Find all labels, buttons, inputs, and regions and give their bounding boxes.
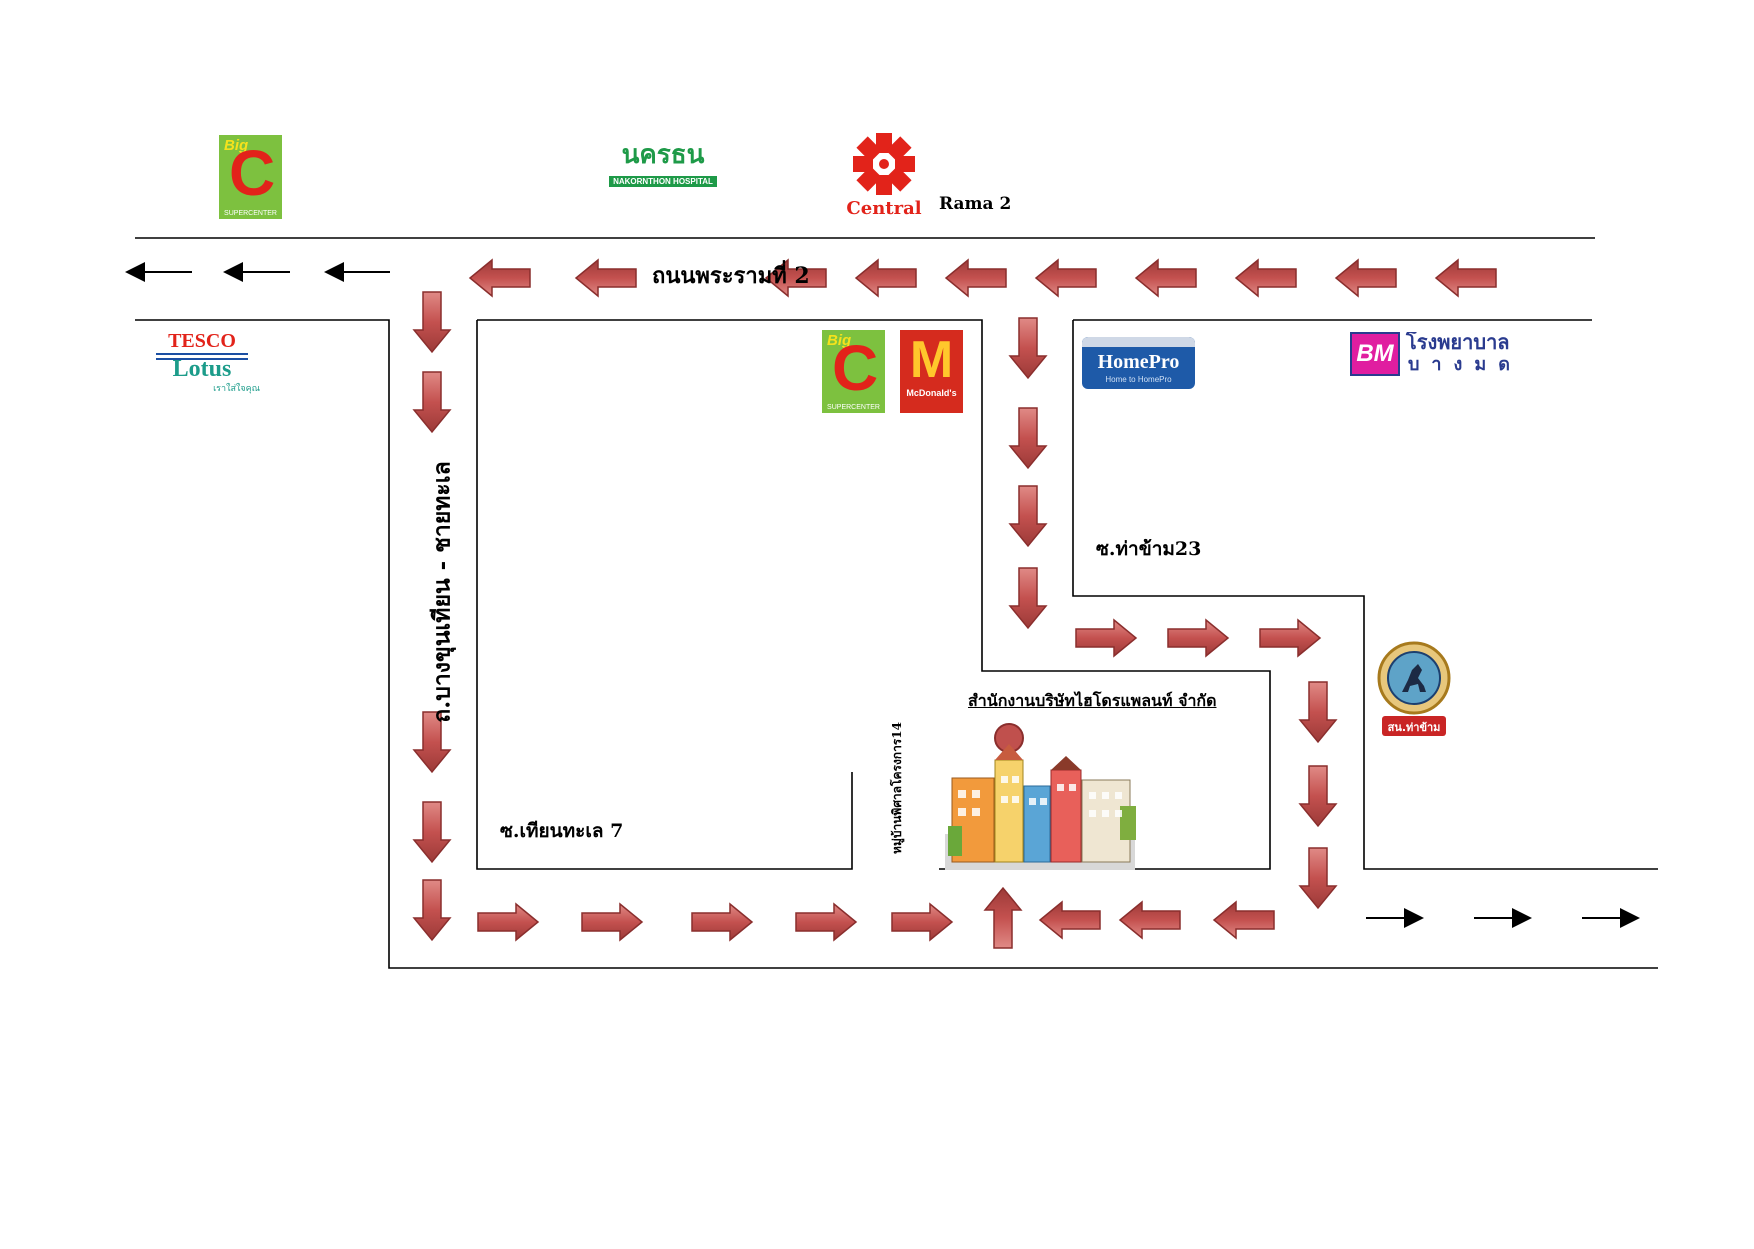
horse-rider-icon <box>1402 664 1426 692</box>
route-arrow-left <box>854 258 917 298</box>
soi-tha-kham-label: ซ.ท่าข้าม23 <box>1096 538 1202 560</box>
route-arrow-down <box>1008 567 1048 630</box>
bigc-logo-inner: Big C SUPERCENTER <box>822 330 885 413</box>
route-arrow-down <box>1008 407 1048 470</box>
tesco-text: TESCO <box>168 330 236 352</box>
homepro-tagline: Home to HomePro <box>1105 375 1172 384</box>
route-arrow-down <box>1298 847 1338 910</box>
destination-label: สำนักงานบริษัทไฮโดรแพลนท์ จำกัด <box>968 691 1217 710</box>
rama2-label: Rama 2 <box>939 194 1012 214</box>
mcdonalds-logo: M McDonald's <box>900 330 963 413</box>
side-road-label: ถ.บางขุนเทียน - ชายทะเล <box>428 461 456 723</box>
route-arrow-up <box>983 886 1023 949</box>
route-arrow-left <box>1334 258 1397 298</box>
route-arrow-right <box>581 902 644 942</box>
route-arrow-down <box>412 711 452 774</box>
route-arrow-down <box>1298 765 1338 828</box>
route-arrow-right <box>1167 618 1230 658</box>
route-arrow-down <box>412 801 452 864</box>
route-arrow-down <box>1298 681 1338 744</box>
route-arrow-left <box>468 258 531 298</box>
outer-left-edge <box>135 319 1658 969</box>
route-arrow-right <box>795 902 858 942</box>
homepro-roof-icon <box>1082 337 1195 347</box>
thakham-block <box>1072 320 1658 870</box>
nakornthon-thai: นครธน <box>621 142 705 170</box>
route-arrows <box>412 258 1497 949</box>
bigc-small-text: Big <box>224 137 249 154</box>
bangmod-name-line2: บางมด <box>1408 354 1520 375</box>
route-arrow-down <box>1008 485 1048 548</box>
central-wordmark: Central <box>846 198 921 219</box>
route-arrow-down <box>412 371 452 434</box>
route-arrow-right <box>1075 618 1138 658</box>
route-arrow-left <box>1134 258 1197 298</box>
route-arrow-right <box>1259 618 1322 658</box>
route-arrow-left <box>574 258 637 298</box>
route-arrow-left <box>1034 258 1097 298</box>
route-arrow-down <box>412 291 452 354</box>
police-label-banner <box>1382 716 1446 736</box>
central-logo: Central <box>846 133 922 219</box>
lotus-tagline: เราใส่ใจคุณ <box>213 384 260 394</box>
route-arrow-left <box>1118 900 1181 940</box>
inner-block-b <box>476 320 760 870</box>
bangmod-badge-icon: BM <box>1350 332 1400 376</box>
village-label: หมู่บ้านพิศาลโครงการ14 <box>890 722 904 854</box>
bigc-letter: C <box>832 332 879 404</box>
route-arrow-right <box>891 902 954 942</box>
nakornthon-english: NAKORNTHON HOSPITAL <box>609 176 717 187</box>
route-arrow-down <box>1008 317 1048 380</box>
golden-arches-icon: M <box>909 331 954 389</box>
village-lane <box>760 772 853 870</box>
bigc-small-text: Big <box>827 332 852 349</box>
road-lines <box>135 237 1658 969</box>
lotus-text: Lotus <box>172 356 232 382</box>
bigc-tagline: SUPERCENTER <box>224 210 277 217</box>
police-station-logo: สน.ท่าข้าม <box>1377 641 1451 736</box>
bigc-tagline: SUPERCENTER <box>827 404 880 411</box>
soi-thian-label: ซ.เทียนทะเล 7 <box>500 820 624 842</box>
rama2-road-label: ถนนพระรามที่ 2 <box>652 263 810 289</box>
tesco-lotus-logo: TESCO Lotus เราใส่ใจคุณ <box>138 329 266 395</box>
bigc-logo-top: Big C SUPERCENTER <box>219 135 282 219</box>
bangmod-hospital-logo: BM โรงพยาบาล บางมด <box>1350 332 1520 382</box>
tesco-stripe <box>156 353 248 360</box>
route-arrow-down <box>412 879 452 942</box>
central-flower-icon <box>853 133 915 195</box>
route-arrow-left <box>1434 258 1497 298</box>
mcdonalds-name: McDonald's <box>906 388 957 398</box>
nakornthon-logo: นครธน NAKORNTHON HOSPITAL <box>607 142 719 190</box>
bigc-letter: C <box>229 137 276 209</box>
police-label: สน.ท่าข้าม <box>1388 721 1441 734</box>
bangmod-name-line1: โรงพยาบาล <box>1406 332 1510 354</box>
route-arrow-left <box>764 258 827 298</box>
homepro-logo: HomePro Home to HomePro <box>1082 337 1195 389</box>
route-arrow-left <box>1234 258 1297 298</box>
inner-block-a <box>477 319 1271 870</box>
route-arrow-right <box>691 902 754 942</box>
direction-arrows <box>125 262 1640 928</box>
route-arrow-left <box>1212 900 1275 940</box>
route-arrow-right <box>477 902 540 942</box>
route-arrow-left <box>1038 900 1101 940</box>
homepro-name: HomePro <box>1097 351 1180 373</box>
office-buildings-icon <box>945 744 1136 870</box>
route-arrow-left <box>944 258 1007 298</box>
